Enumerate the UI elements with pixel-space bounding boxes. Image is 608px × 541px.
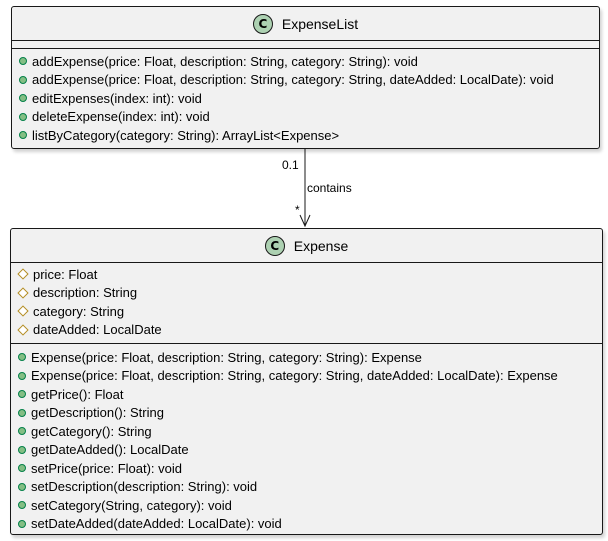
target-multiplicity: * (295, 203, 300, 217)
method-row: addExpense(price: Float, description: St… (19, 71, 599, 90)
method-row: setCategory(String, category): void (18, 496, 602, 515)
method-row: addExpense(price: Float, description: St… (19, 52, 599, 71)
public-visibility-icon (19, 75, 27, 84)
method-compartment: Expense(price: Float, description: Strin… (11, 344, 602, 533)
class-header: C ExpenseList (12, 7, 599, 40)
field-separator (11, 262, 602, 263)
public-visibility-icon (18, 371, 26, 380)
public-visibility-icon (18, 408, 26, 417)
field-separator (12, 40, 599, 41)
class-name: Expense (293, 237, 349, 254)
method-separator (12, 48, 599, 49)
method-row: getCategory(): String (18, 422, 602, 441)
public-visibility-icon (18, 482, 26, 491)
public-visibility-icon (18, 464, 26, 473)
association-arrowhead (299, 214, 311, 228)
method-row: deleteExpense(index: int): void (19, 108, 599, 127)
protected-visibility-icon (17, 268, 29, 280)
empty-field-compartment (12, 41, 599, 48)
public-visibility-icon (18, 445, 26, 454)
method-row: getDescription(): String (18, 404, 602, 423)
protected-visibility-icon (17, 324, 29, 336)
field-row: category: String (17, 302, 602, 321)
method-separator (11, 343, 602, 344)
method-row: setDescription(description: String): voi… (18, 478, 602, 497)
public-visibility-icon (18, 427, 26, 436)
method-row: setPrice(price: Float): void (18, 459, 602, 478)
source-multiplicity: 0.1 (282, 158, 299, 172)
field-row: description: String (17, 284, 602, 303)
method-row: editExpenses(index: int): void (19, 89, 599, 108)
protected-visibility-icon (17, 287, 29, 299)
public-visibility-icon (18, 353, 26, 362)
class-name: ExpenseList (281, 15, 359, 32)
public-visibility-icon (19, 94, 27, 103)
field-row: price: Float (17, 265, 602, 284)
method-row: listByCategory(category: String): ArrayL… (19, 126, 599, 145)
public-visibility-icon (19, 131, 27, 140)
method-row: setDateAdded(dateAdded: LocalDate): void (18, 515, 602, 534)
class-stereotype-icon: C (264, 235, 285, 256)
class-stereotype-icon: C (252, 13, 273, 34)
protected-visibility-icon (17, 305, 29, 317)
method-row: Expense(price: Float, description: Strin… (18, 367, 602, 386)
class-expenselist[interactable]: C ExpenseList addExpense(price: Float, d… (11, 6, 600, 149)
field-compartment: price: Float description: String categor… (11, 263, 602, 343)
public-visibility-icon (18, 519, 26, 528)
public-visibility-icon (18, 501, 26, 510)
method-compartment: addExpense(price: Float, description: St… (12, 49, 599, 145)
association-label: contains (307, 181, 352, 195)
class-header: C Expense (11, 229, 602, 262)
method-row: getPrice(): Float (18, 385, 602, 404)
public-visibility-icon (19, 112, 27, 121)
field-row: dateAdded: LocalDate (17, 321, 602, 340)
class-expense[interactable]: C Expense price: Float description: Stri… (10, 228, 603, 535)
public-visibility-icon (19, 57, 27, 66)
method-row: Expense(price: Float, description: Strin… (18, 348, 602, 367)
method-row: getDateAdded(): LocalDate (18, 441, 602, 460)
public-visibility-icon (18, 390, 26, 399)
